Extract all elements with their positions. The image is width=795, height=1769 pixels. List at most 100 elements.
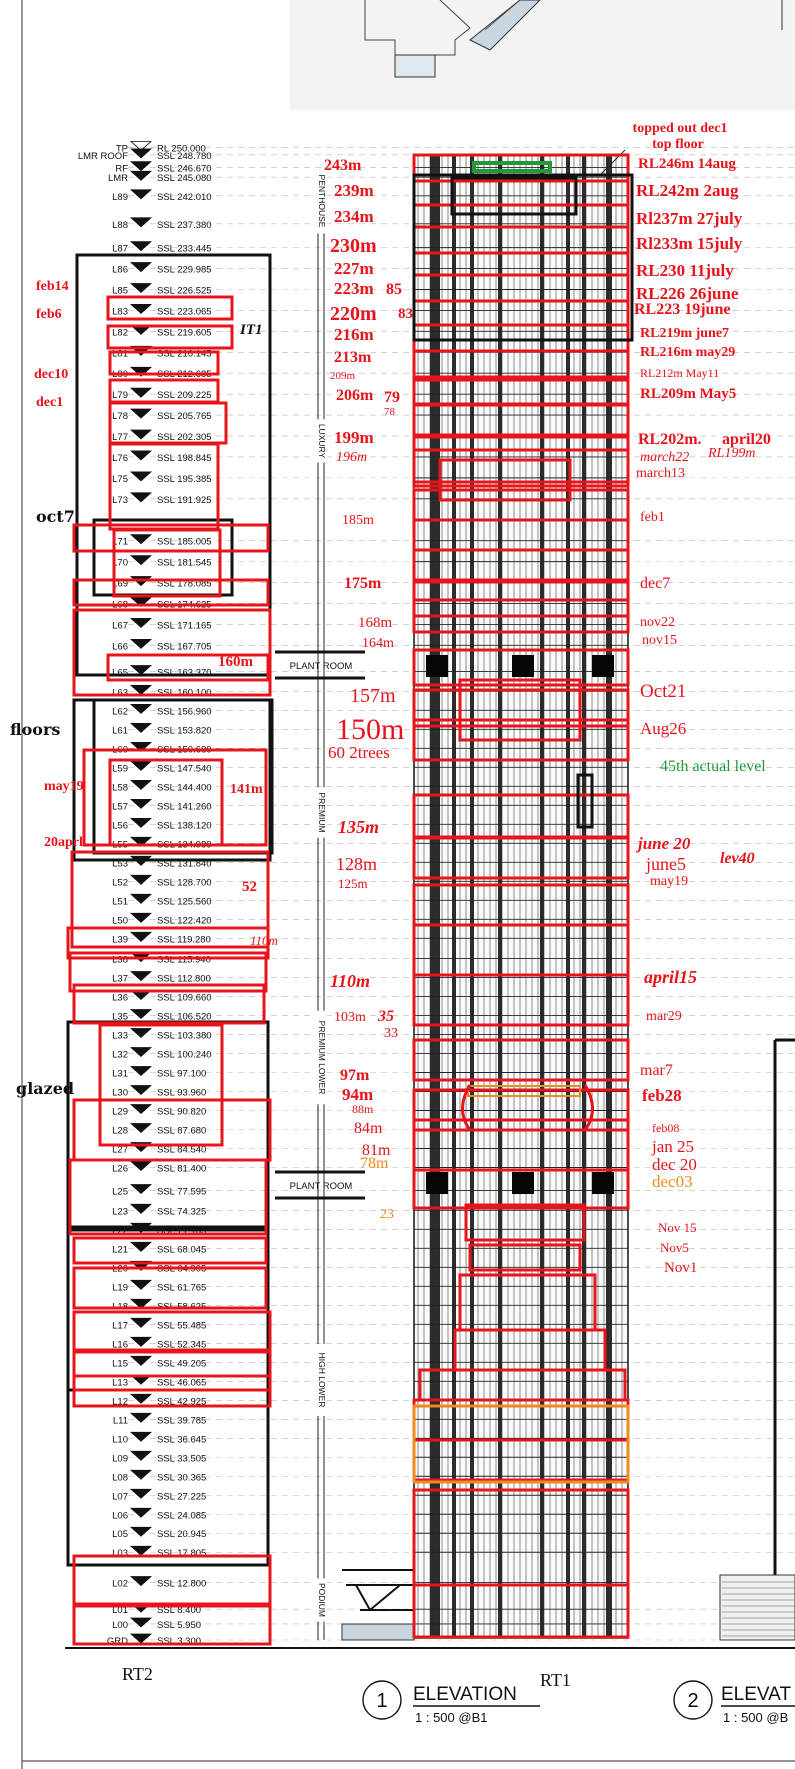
height-note: 175m: [344, 575, 382, 592]
level-name: L51: [112, 896, 128, 907]
right-note: april20: [722, 431, 771, 448]
right-note: RL199m: [707, 446, 755, 461]
zone-label: HIGH LOWER: [317, 1353, 327, 1408]
rt2-red-box: [72, 1374, 272, 1408]
rt2-red-box: [72, 1602, 272, 1646]
zone-label-plant-room: PLANT ROOM: [290, 661, 353, 672]
level-marker: [129, 874, 153, 885]
level-name: L07: [112, 1491, 128, 1502]
level-marker: [129, 1336, 153, 1347]
height-note: 213m: [334, 349, 372, 366]
height-note: 206m: [336, 387, 374, 404]
level-name: L13: [112, 1377, 128, 1388]
rt2-red-box: [106, 295, 234, 321]
level-ssl: SSL 153.820: [157, 725, 212, 736]
level-marker: [129, 1576, 153, 1587]
level-ssl: SSL 5.950: [157, 1620, 201, 1631]
right-note: top floor: [652, 137, 704, 152]
zone-label-bg: [315, 787, 327, 838]
level-name: L87: [112, 244, 128, 255]
level-ssl: SSL 205.765: [157, 411, 212, 422]
level-name: L61: [112, 725, 128, 736]
rt1-red-box: [412, 598, 630, 634]
level-name: LMR: [108, 173, 128, 184]
level-name: L50: [112, 915, 128, 926]
level-ssl: SSL 195.385: [157, 474, 212, 485]
level-marker: [129, 1203, 153, 1214]
right-note: feb28: [642, 1086, 682, 1105]
level-marker: [129, 1123, 153, 1134]
level-marker: [129, 1161, 153, 1172]
tower-rt1-outline: [413, 154, 629, 1639]
level-ssl: SSL 115.940: [157, 955, 211, 966]
level-name: L12: [112, 1396, 128, 1407]
level-name: LMR ROOF: [78, 151, 128, 162]
rt1-red-box: [412, 448, 630, 488]
tower-mullion-band: [606, 155, 612, 1638]
level-name: L31: [112, 1069, 128, 1080]
mid-note: 52: [242, 879, 257, 895]
zone-label-bg: [315, 419, 327, 463]
level-marker: [129, 1184, 153, 1195]
level-name: L58: [112, 782, 128, 793]
rt1-red-box: [438, 458, 572, 502]
level-marker: [129, 148, 153, 159]
tower-mullion-band: [540, 155, 544, 1638]
level-ssl: SSL 103.380: [157, 1031, 212, 1042]
left-note: floors: [10, 720, 60, 739]
level-marker: [129, 971, 153, 982]
level-ssl: SSL 74.325: [157, 1206, 206, 1217]
height-note: 199m: [334, 428, 374, 447]
zone-label-bg: [315, 1010, 327, 1105]
height-note: 23: [380, 1207, 394, 1222]
mid-note: 110m: [250, 933, 278, 948]
rt1-red-box: [412, 1088, 630, 1132]
height-note: 220m: [330, 303, 377, 325]
level-ssl: SSL 138.120: [157, 820, 212, 831]
right-note: RL212m May11: [640, 366, 719, 380]
level-name: L56: [112, 820, 128, 831]
rt2-black-box: [72, 698, 272, 862]
rt2-red-box: [108, 758, 224, 847]
height-note: 168m: [358, 615, 393, 631]
zone-label: PREMIUM: [317, 792, 327, 832]
right-note: RL202m.: [638, 431, 702, 448]
rt2-black-box: [75, 253, 272, 677]
level-marker: [129, 1507, 153, 1518]
rt2-red-box: [72, 1554, 272, 1608]
level-ssl: SSL 160.100: [157, 687, 212, 698]
level-marker: [129, 912, 153, 923]
level-marker: [129, 760, 153, 771]
level-name: L37: [112, 974, 128, 985]
left-note: 20aprl: [44, 835, 83, 850]
right-note: topped out dec1: [633, 121, 728, 136]
level-marker: [129, 141, 153, 152]
level-name: L78: [112, 411, 128, 422]
rt2-red-box: [68, 1158, 268, 1236]
level-name: L00: [112, 1620, 128, 1631]
level-ssl: SSL 181.545: [157, 558, 212, 569]
rt1-red-box: [468, 1243, 582, 1272]
right-note: 45th actual level: [660, 758, 766, 775]
level-ssl: SSL 42.925: [157, 1396, 206, 1407]
height-note: 196m: [336, 450, 367, 465]
rt2-red-box: [72, 983, 266, 1025]
level-marker: [129, 492, 153, 503]
right-note: dec 20: [652, 1155, 697, 1174]
rt1-red-box: [412, 403, 630, 437]
level-name: L86: [112, 265, 128, 276]
level-ssl: SSL 229.985: [157, 265, 212, 276]
level-name: L25: [112, 1187, 128, 1198]
level-marker: [129, 1066, 153, 1077]
level-name: GRD: [107, 1636, 128, 1647]
level-name: L70: [112, 558, 128, 569]
rt2-red-box: [72, 1348, 272, 1392]
plant-room-block: [426, 655, 448, 677]
height-note: 230m: [330, 235, 377, 257]
level-marker: [129, 429, 153, 440]
level-name: L21: [112, 1244, 128, 1255]
height-note: 110m: [330, 971, 370, 991]
height-note: 79: [384, 389, 400, 406]
right-note: march22: [640, 450, 689, 465]
